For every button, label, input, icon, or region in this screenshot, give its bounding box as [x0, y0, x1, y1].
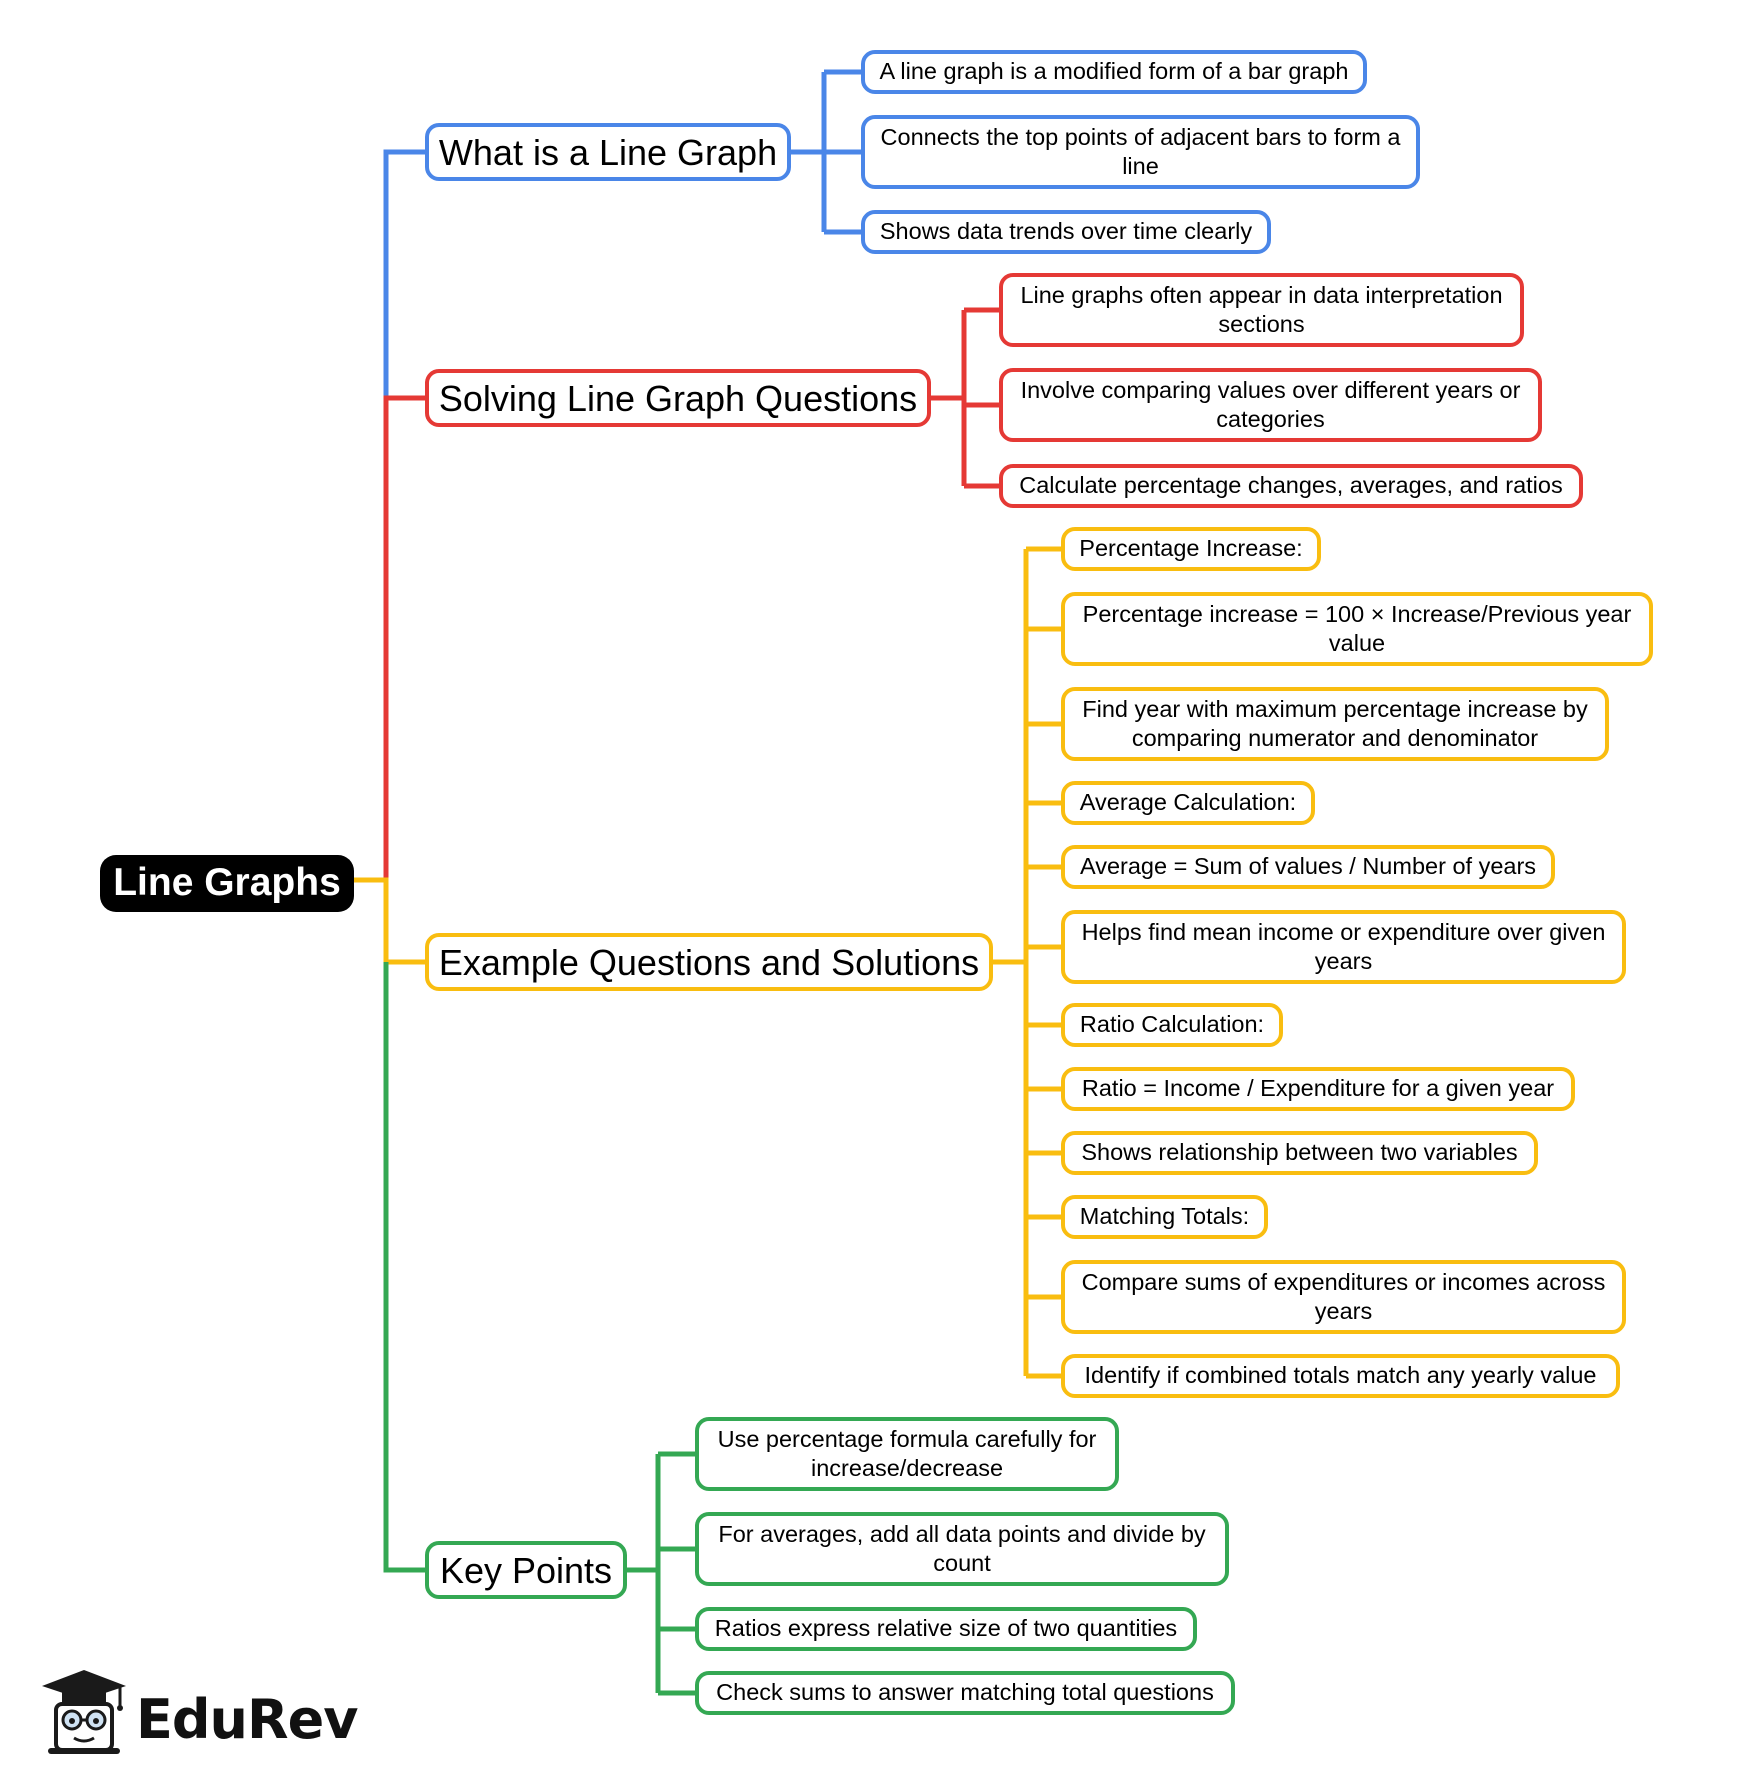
- root-label: Line Graphs: [113, 861, 341, 905]
- branch-label: Solving Line Graph Questions: [438, 377, 918, 419]
- leaf-label: Use percentage formula carefully for inc…: [717, 1425, 1097, 1481]
- branch-label: Example Questions and Solutions: [438, 941, 980, 983]
- leaf-label: Involve comparing values over different …: [1020, 376, 1521, 432]
- branch-label: What is a Line Graph: [438, 131, 778, 173]
- leaf-label: Check sums to answer matching total ques…: [716, 1679, 1214, 1706]
- branch-key-points: Key Points: [425, 1541, 627, 1599]
- leaf-node: For averages, add all data points and di…: [695, 1512, 1229, 1586]
- leaf-label: Helps find mean income or expenditure ov…: [1081, 918, 1606, 974]
- connector-root-red: [383, 395, 432, 880]
- leaf-label: Average = Sum of values / Number of year…: [1079, 853, 1537, 880]
- edurev-logo: [34, 1660, 354, 1760]
- leaf-label: Percentage Increase:: [1079, 535, 1303, 562]
- connector-root-blue: [354, 149, 432, 883]
- leaf-label: Ratio = Income / Expenditure for a given…: [1081, 1075, 1555, 1102]
- branch-label: Key Points: [439, 1549, 613, 1591]
- leaf-node: Percentage Increase:: [1061, 527, 1321, 571]
- leaf-node: Average Calculation:: [1061, 781, 1315, 825]
- leaf-label: Calculate percentage changes, averages, …: [1019, 472, 1563, 499]
- connector-red-leaves: [926, 307, 1004, 489]
- connector-green-leaves: [622, 1451, 700, 1696]
- leaf-node: Involve comparing values over different …: [999, 368, 1542, 442]
- root-node: Line Graphs: [100, 855, 354, 912]
- leaf-label: Shows data trends over time clearly: [879, 218, 1253, 245]
- connector-yellow-leaves: [988, 546, 1066, 1379]
- leaf-node: A line graph is a modified form of a bar…: [861, 50, 1367, 94]
- leaf-node: Ratio Calculation:: [1061, 1003, 1283, 1047]
- branch-what-is-a-line-graph: What is a Line Graph: [425, 123, 791, 181]
- leaf-node: Average = Sum of values / Number of year…: [1061, 845, 1555, 889]
- leaf-node: Matching Totals:: [1061, 1195, 1268, 1239]
- branch-solving-line-graph-questions: Solving Line Graph Questions: [425, 369, 931, 427]
- leaf-label: Matching Totals:: [1079, 1203, 1250, 1230]
- leaf-node: Connects the top points of adjacent bars…: [861, 115, 1420, 189]
- leaf-label: A line graph is a modified form of a bar…: [879, 58, 1349, 85]
- branch-example-questions-and-solutions: Example Questions and Solutions: [425, 933, 993, 991]
- leaf-label: Line graphs often appear in data interpr…: [1020, 281, 1503, 337]
- leaf-node: Ratio = Income / Expenditure for a given…: [1061, 1067, 1575, 1111]
- leaf-label: Identify if combined totals match any ye…: [1084, 1362, 1597, 1389]
- leaf-node: Identify if combined totals match any ye…: [1061, 1354, 1620, 1398]
- leaf-label: Compare sums of expenditures or incomes …: [1081, 1268, 1606, 1324]
- leaf-label: Percentage increase = 100 × Increase/Pre…: [1082, 600, 1632, 656]
- leaf-node: Ratios express relative size of two quan…: [695, 1607, 1197, 1651]
- leaf-node: Helps find mean income or expenditure ov…: [1061, 910, 1626, 984]
- connector-blue-leaves: [786, 69, 866, 235]
- leaf-label: Ratios express relative size of two quan…: [714, 1615, 1178, 1642]
- leaf-node: Shows relationship between two variables: [1061, 1131, 1538, 1175]
- leaf-node: Find year with maximum percentage increa…: [1061, 687, 1609, 761]
- leaf-node: Calculate percentage changes, averages, …: [999, 464, 1583, 508]
- leaf-label: Average Calculation:: [1079, 789, 1297, 816]
- leaf-node: Check sums to answer matching total ques…: [695, 1671, 1235, 1715]
- leaf-node: Use percentage formula carefully for inc…: [695, 1417, 1119, 1491]
- leaf-label: Ratio Calculation:: [1079, 1011, 1265, 1038]
- connector-root-yellow: [354, 877, 432, 965]
- leaf-label: Find year with maximum percentage increa…: [1082, 695, 1588, 751]
- leaf-node: Percentage increase = 100 × Increase/Pre…: [1061, 592, 1653, 666]
- leaf-label: Shows relationship between two variables: [1081, 1139, 1518, 1166]
- graduation-cap-mascot-icon: [42, 1670, 126, 1754]
- leaf-label: Connects the top points of adjacent bars…: [880, 123, 1401, 179]
- leaf-node: Line graphs often appear in data interpr…: [999, 273, 1524, 347]
- leaf-node: Shows data trends over time clearly: [861, 210, 1271, 254]
- logo-text: EduRev: [136, 1688, 358, 1751]
- connector-root-green: [383, 962, 432, 1573]
- leaf-label: For averages, add all data points and di…: [718, 1520, 1206, 1576]
- leaf-node: Compare sums of expenditures or incomes …: [1061, 1260, 1626, 1334]
